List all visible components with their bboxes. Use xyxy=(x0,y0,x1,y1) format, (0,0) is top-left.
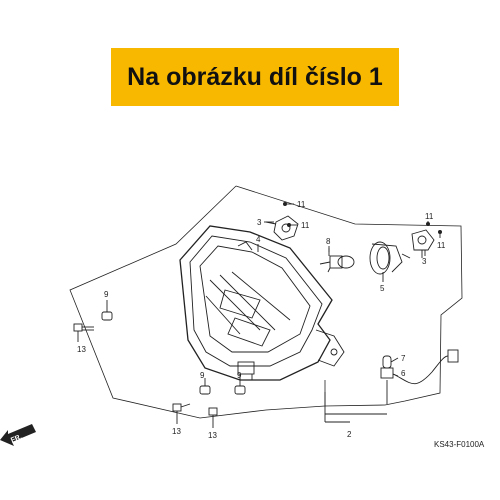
front-direction-arrow: FR. xyxy=(0,424,36,446)
screw-11-2 xyxy=(287,223,291,227)
callout-2: 2 xyxy=(347,430,352,439)
callout-8: 8 xyxy=(326,237,331,246)
screw-11-4 xyxy=(438,230,442,234)
callout-13: 13 xyxy=(77,345,86,354)
callout-11: 11 xyxy=(437,241,446,250)
part-number-banner: Na obrázku díl číslo 1 xyxy=(111,48,399,106)
callout-7: 7 xyxy=(401,354,406,363)
mounting-bracket-left xyxy=(265,215,299,241)
callout-11: 11 xyxy=(301,221,310,230)
callout-11: 11 xyxy=(425,212,434,221)
front-direction-label: FR. xyxy=(10,434,23,445)
part-2-leader xyxy=(324,392,387,423)
diagram-code: KS43-F0100A xyxy=(434,440,485,449)
screw-3 xyxy=(208,407,218,428)
callout-11: 11 xyxy=(297,200,306,209)
screw-11-3 xyxy=(426,222,430,226)
screw-11-1 xyxy=(283,202,287,206)
callout-4: 4 xyxy=(256,235,261,244)
mounting-bracket-right xyxy=(411,229,435,258)
screw-1 xyxy=(73,323,94,342)
headlight-bulb xyxy=(319,248,355,273)
callout-3: 3 xyxy=(257,218,262,227)
rubber-grommet-1 xyxy=(101,300,113,321)
callout-3: 3 xyxy=(422,257,427,266)
headlight-housing xyxy=(179,225,345,381)
screw-2 xyxy=(172,403,191,424)
callout-9: 9 xyxy=(237,371,242,380)
callout-9: 9 xyxy=(104,290,109,299)
banner-text: Na obrázku díl číslo 1 xyxy=(127,62,383,91)
rubber-grommet-2 xyxy=(199,378,211,395)
callout-13: 13 xyxy=(172,427,181,436)
callout-13: 13 xyxy=(208,431,217,440)
rubber-grommet-3 xyxy=(234,378,246,395)
callout-9: 9 xyxy=(200,371,205,380)
assembly-boundary xyxy=(69,185,463,419)
bulb-socket-cover xyxy=(369,241,411,282)
callout-5: 5 xyxy=(380,284,385,293)
position-lamp-socket xyxy=(380,349,459,404)
callout-6: 6 xyxy=(401,369,406,378)
